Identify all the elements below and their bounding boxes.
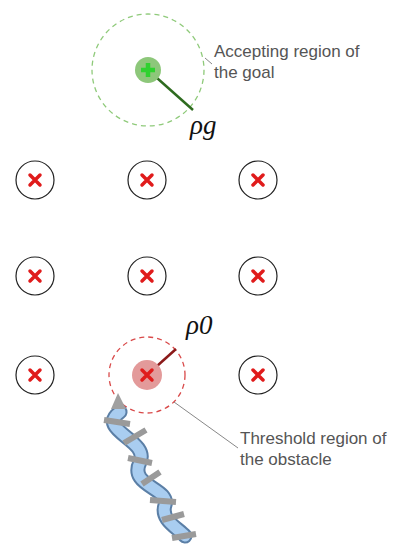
goal-plus (141, 63, 155, 77)
obstacle-circle (16, 356, 54, 394)
obstacle-circle (239, 257, 277, 295)
obstacle-cross (142, 271, 152, 281)
threshold-obstacle-fill (132, 360, 162, 390)
obstacle-circle (128, 257, 166, 295)
goal-leader-line (205, 58, 212, 64)
obstacle-cross (142, 370, 152, 380)
obstacle-cross (30, 370, 40, 380)
obstacle-threshold-region (109, 337, 185, 413)
obstacle-cross (30, 271, 40, 281)
obstacle-cross (142, 175, 152, 185)
radius-symbol: ρg (190, 110, 216, 140)
snake-joints (104, 420, 196, 538)
obstacle-circle (239, 356, 277, 394)
obstacle-grid (16, 161, 277, 394)
obstacle-cross (253, 370, 263, 380)
goal-accepting-region (92, 14, 204, 126)
obstacle-circle (16, 161, 54, 199)
obstacle-leader-line (174, 402, 238, 448)
radius-symbol: ρ0 (186, 310, 212, 340)
obstacle-region-label: Threshold region of the obstacle (240, 428, 390, 470)
obstacle-circle (16, 257, 54, 295)
goal-marker (135, 57, 161, 83)
snake-robot (104, 393, 196, 538)
obstacle-cross (30, 175, 40, 185)
goal-region-label: Accepting region of the goal (214, 41, 364, 83)
snake-head-arrow (111, 393, 126, 409)
obstacle-cross (253, 175, 263, 185)
obstacle-circle (239, 161, 277, 199)
obstacle-cross (253, 271, 263, 281)
obstacle-circle (128, 161, 166, 199)
